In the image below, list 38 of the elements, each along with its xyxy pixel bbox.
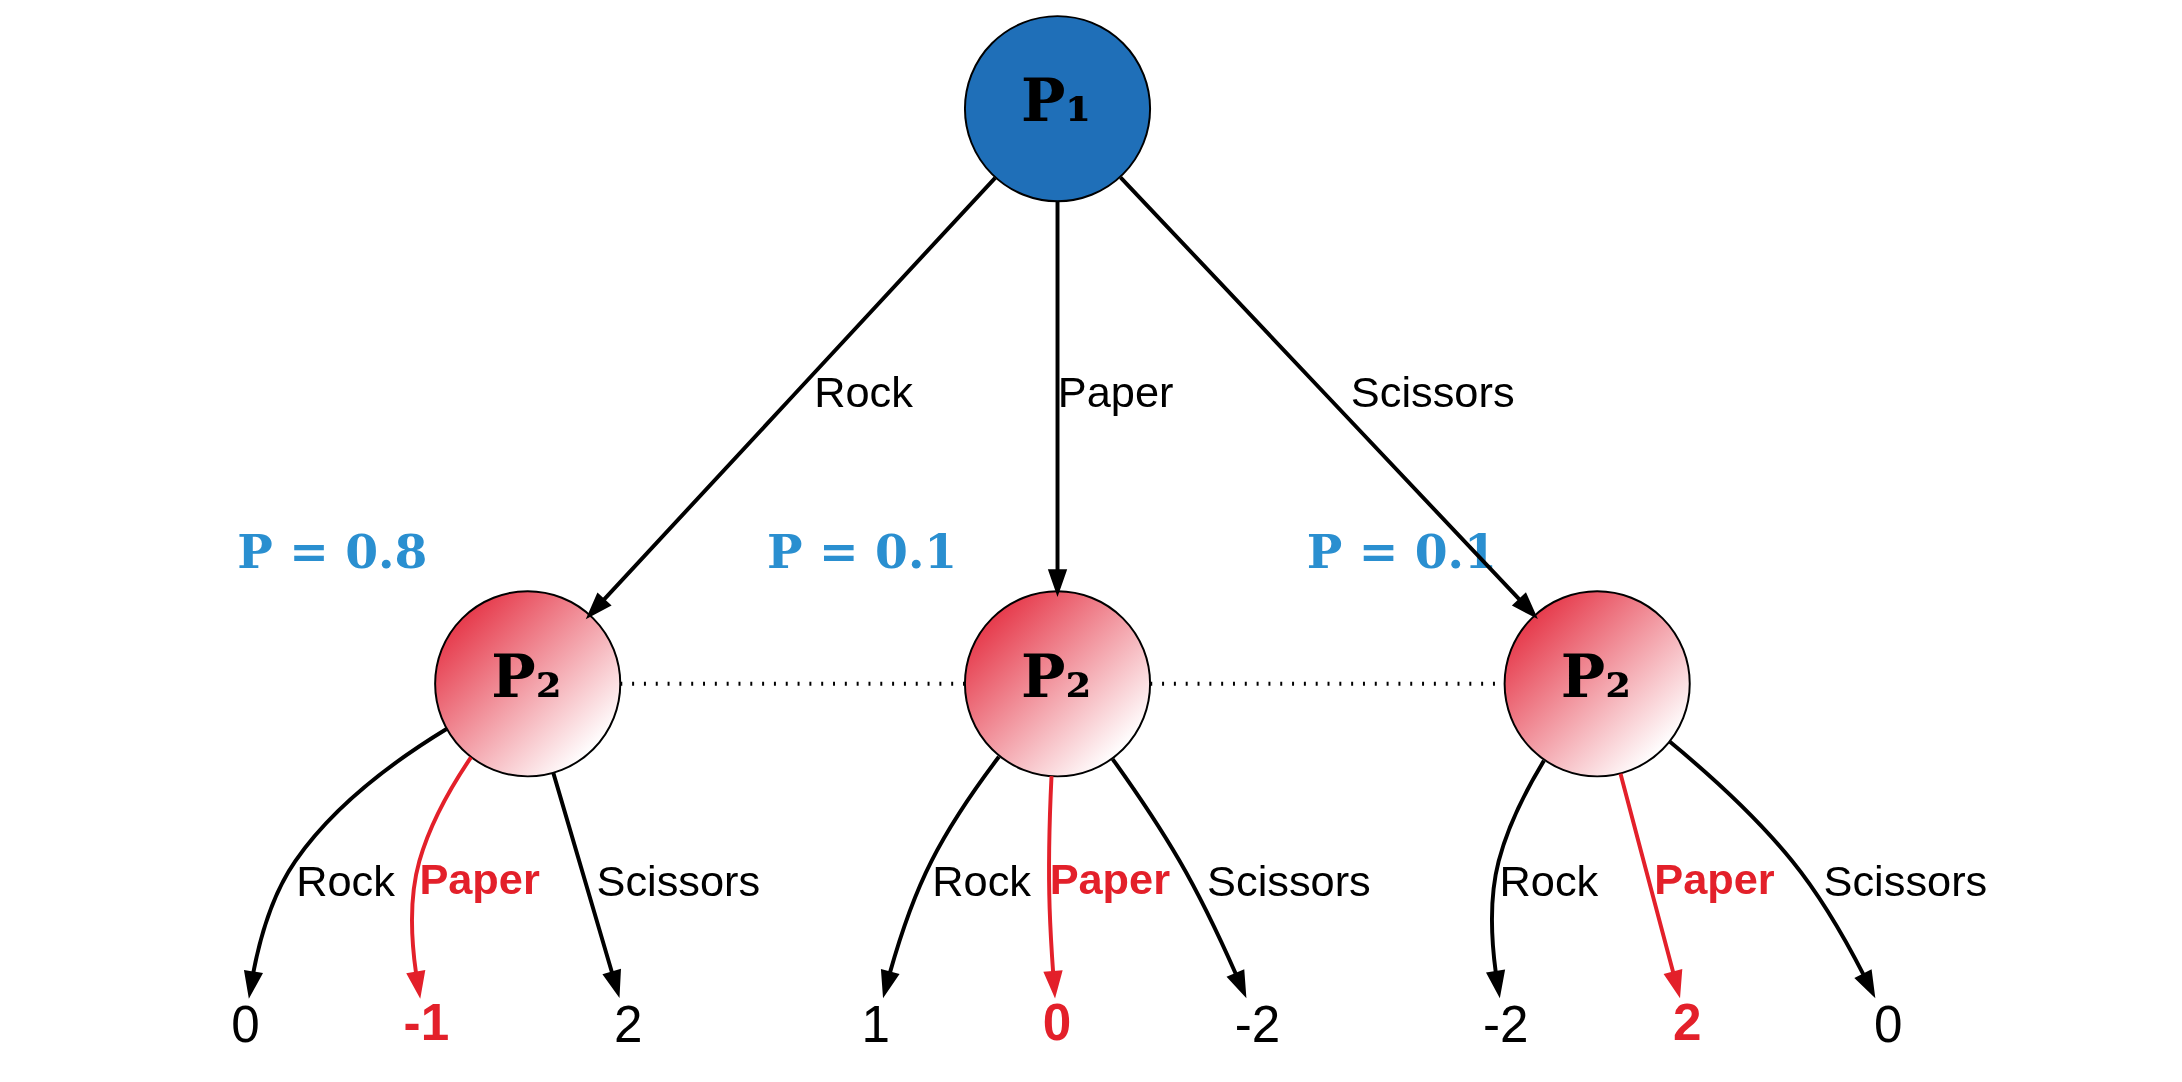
edge-label: Scissors bbox=[1350, 368, 1515, 417]
edge-label: Rock bbox=[932, 856, 1032, 905]
arrow bbox=[406, 756, 473, 999]
edge-label: Scissors bbox=[596, 856, 761, 905]
edge-label: Paper bbox=[1057, 368, 1174, 417]
node-circle: P₂ bbox=[963, 590, 1152, 778]
arrow bbox=[551, 772, 621, 999]
node-text: 0 bbox=[1873, 995, 1903, 1053]
arrow bbox=[880, 755, 1001, 999]
node-text: -1 bbox=[403, 993, 450, 1051]
edge-label: Scissors bbox=[1823, 856, 1988, 905]
node-text: -2 bbox=[1482, 995, 1529, 1053]
node-text: 2 bbox=[613, 995, 643, 1053]
arrow bbox=[1111, 757, 1247, 999]
node-label: P = 0.8 bbox=[237, 523, 428, 579]
arrow bbox=[1043, 776, 1063, 999]
arrow bbox=[585, 176, 997, 620]
node-circle: P₁ bbox=[963, 15, 1152, 203]
arrow bbox=[243, 727, 448, 999]
edge-label: Scissors bbox=[1207, 856, 1371, 905]
node-text: 2 bbox=[1673, 993, 1702, 1051]
arrow bbox=[1618, 773, 1683, 999]
edge-label: Rock bbox=[296, 856, 395, 905]
arrow bbox=[1047, 201, 1068, 597]
edge-label: Paper bbox=[1049, 854, 1171, 903]
edge-label: Paper bbox=[1654, 854, 1775, 903]
edge-label: Rock bbox=[1499, 856, 1599, 905]
node-text: 1 bbox=[861, 995, 891, 1053]
node-text: 0 bbox=[231, 995, 260, 1053]
edge-label: Paper bbox=[419, 854, 540, 903]
edge-label: Rock bbox=[814, 368, 913, 417]
connector bbox=[620, 681, 965, 686]
arrow bbox=[1119, 175, 1538, 620]
arrow bbox=[1486, 759, 1546, 999]
node-label: P = 0.1 bbox=[767, 523, 958, 579]
arrow bbox=[1668, 740, 1876, 999]
node-text: 0 bbox=[1042, 993, 1072, 1051]
node-text: -2 bbox=[1234, 995, 1281, 1053]
